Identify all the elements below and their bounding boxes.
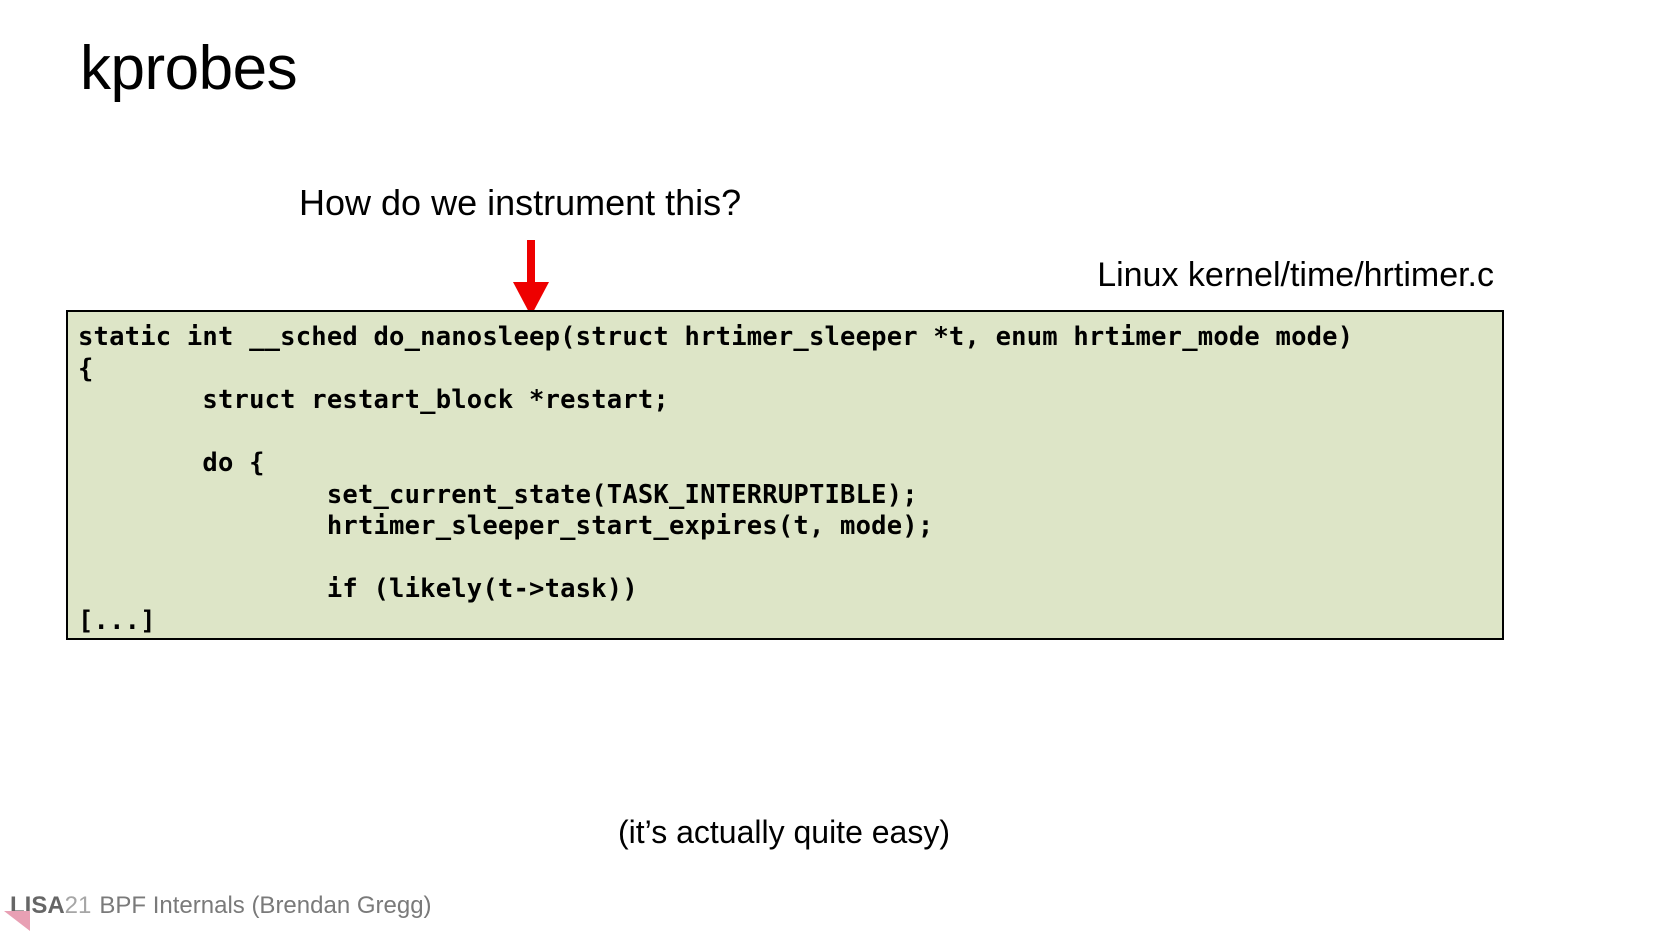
page-title: kprobes <box>80 34 298 103</box>
down-arrow-icon <box>505 240 557 316</box>
question-annotation: How do we instrument this? <box>299 182 742 223</box>
aside-remark: (it’s actually quite easy) <box>618 814 950 850</box>
code-block: static int __sched do_nanosleep(struct h… <box>66 310 1504 640</box>
footer: LISA 21 BPF Internals (Brendan Gregg) <box>10 891 432 919</box>
code-listing: static int __sched do_nanosleep(struct h… <box>78 322 1354 636</box>
footer-year: 21 <box>64 891 92 919</box>
triangle-mark-icon <box>4 905 34 931</box>
footer-talk-title: BPF Internals (Brendan Gregg) <box>99 891 432 919</box>
source-file-caption: Linux kernel/time/hrtimer.c <box>1097 256 1494 294</box>
